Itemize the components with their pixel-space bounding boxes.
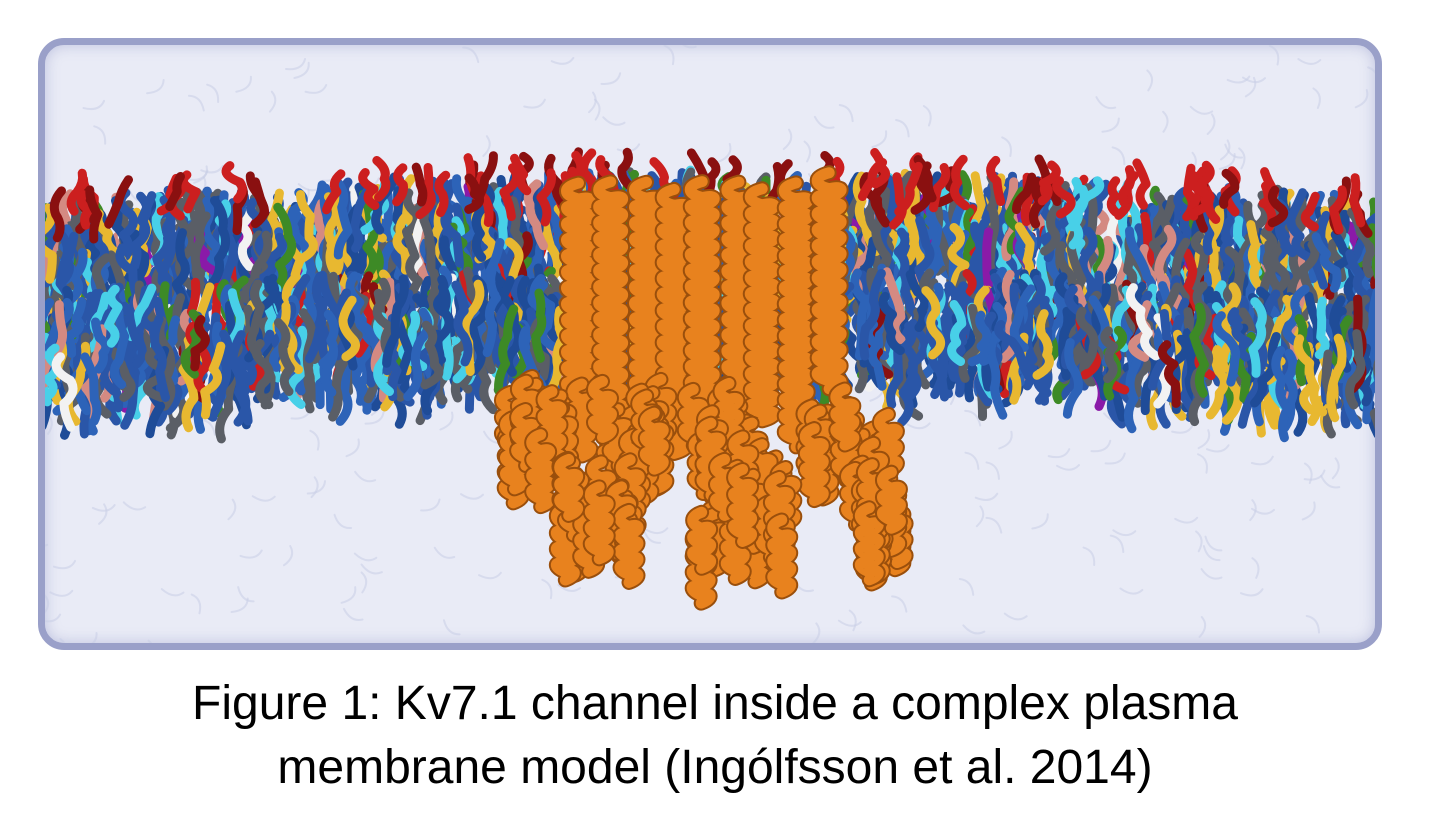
- caption-line-1: Figure 1: Kv7.1 channel inside a complex…: [192, 677, 1238, 730]
- caption-line-2: membrane model (Ingólfsson et al. 2014): [277, 741, 1153, 794]
- membrane-rendering: [45, 45, 1375, 643]
- figure-caption: Figure 1: Kv7.1 channel inside a complex…: [0, 672, 1430, 800]
- figure-image: [38, 38, 1382, 650]
